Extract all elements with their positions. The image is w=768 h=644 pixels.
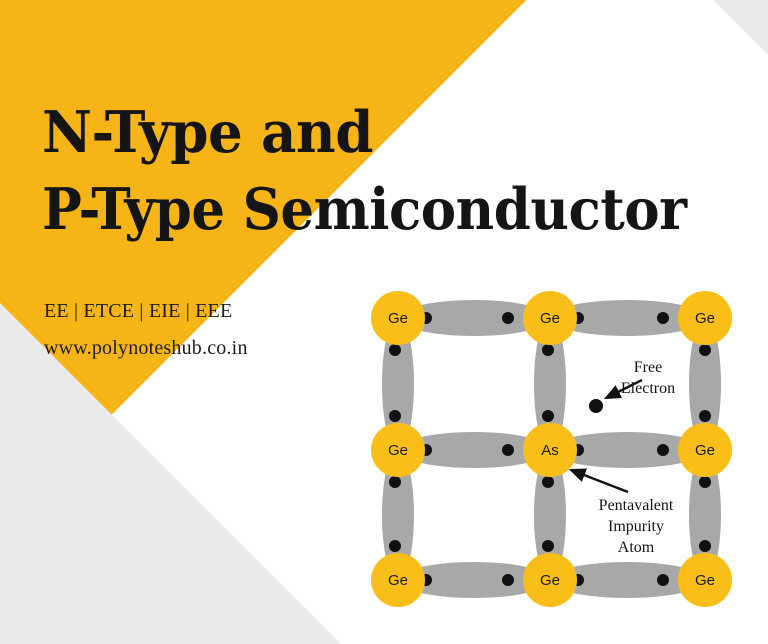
atom-label: Ge: [388, 572, 408, 589]
host-atom: Ge: [523, 291, 577, 345]
branch-list: EE | ETCE | EIE | EEE: [44, 300, 233, 322]
bond-electron: [657, 574, 669, 586]
atom-circle: [371, 423, 425, 477]
atom-circle: [523, 423, 577, 477]
bond-electron: [389, 476, 401, 488]
website-url: www.polynoteshub.co.in: [44, 337, 248, 359]
host-atom: Ge: [678, 553, 732, 607]
host-atom: Ge: [371, 553, 425, 607]
covalent-bond: [534, 450, 566, 580]
covalent-bond: [549, 432, 705, 468]
host-atom: Ge: [371, 291, 425, 345]
host-atom: Ge: [523, 553, 577, 607]
subtitle-block: EE | ETCE | EIE | EEE www.polynoteshub.c…: [44, 300, 248, 360]
atom-circle: [523, 291, 577, 345]
covalent-bond: [398, 432, 550, 468]
bond-electron: [657, 312, 669, 324]
atom-circle: [371, 553, 425, 607]
bond-electron: [502, 444, 514, 456]
bond-electron: [389, 410, 401, 422]
bond-electron: [502, 574, 514, 586]
covalent-bond: [689, 318, 721, 450]
covalent-bond: [398, 562, 550, 598]
bond-electron: [699, 344, 711, 356]
page-title-line-1: N-Type and: [42, 99, 374, 166]
atom-label: Ge: [695, 310, 715, 327]
atom-circle: [523, 553, 577, 607]
covalent-bond: [549, 562, 705, 598]
atom-label: Ge: [540, 310, 560, 327]
free-electron-dot: [589, 399, 603, 413]
covalent-bond: [549, 300, 705, 336]
bond-electron: [699, 410, 711, 422]
bond-electron: [542, 344, 554, 356]
host-atom: Ge: [678, 291, 732, 345]
bond-electron: [502, 312, 514, 324]
covalent-bond: [689, 450, 721, 580]
host-atom: Ge: [678, 423, 732, 477]
bond-electron: [542, 476, 554, 488]
callout-arrow: [603, 378, 643, 400]
atom-circle: [678, 553, 732, 607]
covalent-bond: [534, 318, 566, 450]
host-atom: Ge: [371, 423, 425, 477]
atom-circle: [371, 291, 425, 345]
covalent-bond: [398, 300, 550, 336]
bond-electron: [542, 540, 554, 552]
bond-electron: [389, 540, 401, 552]
impurity-atom: As: [523, 423, 577, 477]
bond-electron: [699, 540, 711, 552]
atom-label: As: [541, 442, 559, 459]
atom-label: Ge: [388, 310, 408, 327]
atom-circle: [678, 423, 732, 477]
bond-electron: [657, 444, 669, 456]
bond-electron: [699, 476, 711, 488]
headline-block: N-Type and P-Type Semiconductor: [42, 104, 742, 238]
atom-label: Ge: [540, 572, 560, 589]
atom-label: Ge: [695, 572, 715, 589]
page-title-line-2: P-Type Semiconductor: [42, 176, 687, 243]
atom-label: Ge: [695, 442, 715, 459]
bond-electron: [542, 410, 554, 422]
bond-electron: [389, 344, 401, 356]
atom-circle: [678, 291, 732, 345]
callout-arrow: [568, 468, 629, 494]
atom-label: Ge: [388, 442, 408, 459]
